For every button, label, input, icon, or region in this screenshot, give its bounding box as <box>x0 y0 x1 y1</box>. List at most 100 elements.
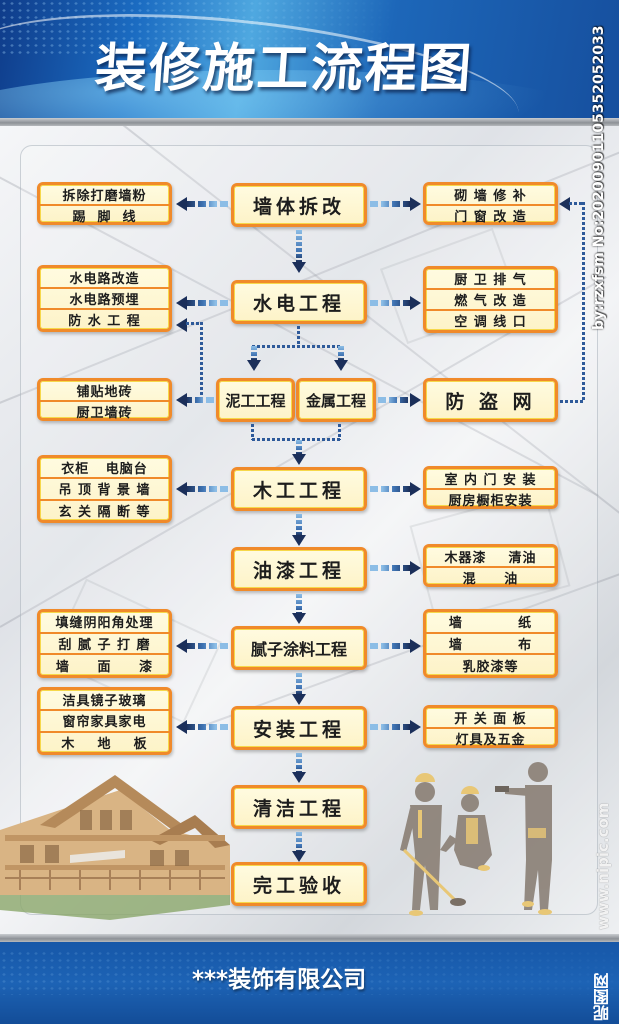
arrow-head-right-icon <box>410 639 421 653</box>
task-item: 燃 气 改 造 <box>426 288 555 309</box>
arrow-head-right-icon <box>410 561 421 575</box>
carpentry-left-tasks: 衣柜 电脑台 吊 顶 背 景 墙 玄 关 隔 断 等 <box>37 455 172 523</box>
step-completion-inspection: 完工验收 <box>231 862 367 906</box>
step-label: 油漆工程 <box>252 559 345 582</box>
arrow-left <box>176 197 228 211</box>
arrow-head-left-icon <box>176 639 187 653</box>
putty-left-tasks: 填缝阴阳角处理 刮 腻 子 打 磨 墙 面 漆 <box>37 609 172 678</box>
arrow-right <box>370 482 420 496</box>
arrow-down <box>296 832 302 852</box>
task-item: 室 内 门 安 装 <box>444 473 537 488</box>
task-item: 开 关 面 板 <box>454 712 527 727</box>
install-left-tasks: 洁具镜子玻璃 窗帘家具家电 木 地 板 <box>37 687 172 755</box>
arrow-head-down-icon <box>292 535 306 546</box>
task-item: 玄 关 隔 断 等 <box>40 498 169 520</box>
step-plumbing-electrical: 水电工程 <box>231 280 367 324</box>
header-banner: 装修施工流程图 <box>0 0 619 118</box>
plumbing-left-tasks: 水电路改造 水电路预埋 防 水 工 程 <box>37 265 172 332</box>
arrow-head-right-icon <box>410 720 421 734</box>
pixel-pattern-decoration <box>0 0 400 55</box>
arrow-down <box>296 230 302 262</box>
connector-line <box>569 202 583 205</box>
task-item: 踢 脚 线 <box>40 204 169 225</box>
arrow-left <box>176 296 228 310</box>
task-item: 灯具及五金 <box>426 727 555 748</box>
step-label: 金属工程 <box>305 391 366 410</box>
task-item: 厨房橱柜安装 <box>426 488 555 509</box>
carpentry-right-tasks: 室 内 门 安 装 厨房橱柜安装 <box>423 466 558 509</box>
task-item: 空 调 线 口 <box>426 309 555 330</box>
arrow-head-right-icon <box>410 296 421 310</box>
footer-divider <box>0 934 619 942</box>
task-item: 洁具镜子玻璃 <box>62 694 147 710</box>
task-label: 防 盗 网 <box>445 390 536 413</box>
task-item: 吊 顶 背 景 墙 <box>40 477 169 498</box>
task-item: 墙 布 <box>426 631 555 654</box>
masonry-left-tasks: 铺贴地砖 厨卫墙砖 <box>37 378 172 421</box>
arrow-head-down-icon <box>292 262 306 273</box>
task-item: 木器漆 清油 <box>444 551 537 566</box>
arrow-head-left-icon <box>176 318 187 332</box>
arrow-head-right-icon <box>410 393 421 407</box>
arrow-head-left-icon <box>176 482 187 496</box>
task-item: 拆除打磨墙粉 <box>62 189 147 204</box>
connector-line <box>252 438 342 441</box>
arrow-down <box>296 514 302 536</box>
step-label: 水电工程 <box>252 292 345 315</box>
step-masonry: 泥工工程 <box>216 378 295 422</box>
task-item: 厨卫墙砖 <box>40 400 169 421</box>
arrow-head-down-icon <box>292 772 306 783</box>
connector-line <box>338 424 341 440</box>
task-item: 墙 纸 <box>448 616 533 632</box>
arrow-left <box>176 639 228 653</box>
task-item: 混 油 <box>426 566 555 587</box>
header-divider <box>0 118 619 126</box>
install-right-tasks: 开 关 面 板 灯具及五金 <box>423 705 558 748</box>
step-label: 墙体拆改 <box>252 195 345 218</box>
step-putty-coating: 腻子涂料工程 <box>231 626 367 670</box>
step-label: 泥工工程 <box>225 391 286 410</box>
page-title: 装修施工流程图 <box>92 39 476 99</box>
footer-banner: ***装饰有限公司 <box>0 942 619 1024</box>
step-installation: 安装工程 <box>231 706 367 750</box>
task-item: 墙 面 漆 <box>40 653 169 675</box>
task-item: 木 地 板 <box>40 730 169 752</box>
arrow-down <box>338 346 344 360</box>
construction-workers-illustration <box>400 762 552 916</box>
task-item: 厨 卫 排 气 <box>454 273 527 288</box>
arrow-down <box>251 346 257 360</box>
connector-line <box>251 424 254 440</box>
arrow-head-down-icon <box>292 851 306 862</box>
arrow-right <box>370 197 420 211</box>
connector-line <box>560 400 584 403</box>
arrow-down <box>296 594 302 614</box>
step-metalwork: 金属工程 <box>296 378 376 422</box>
arrow-right <box>370 561 420 575</box>
task-item: 水电路预埋 <box>40 287 169 308</box>
pixel-pattern-decoration <box>0 950 619 995</box>
step-wall-demolition: 墙体拆改 <box>231 183 367 227</box>
painting-right-tasks: 木器漆 清油 混 油 <box>423 544 558 587</box>
arrow-right <box>370 296 420 310</box>
task-item: 门 窗 改 造 <box>426 204 555 225</box>
arrow-left <box>176 393 214 407</box>
connector-line <box>297 326 300 346</box>
connector-line <box>200 322 203 400</box>
demolition-right-tasks: 砌 墙 修 补 门 窗 改 造 <box>423 182 558 225</box>
arrow-down <box>296 440 302 454</box>
step-label: 安装工程 <box>252 718 345 741</box>
arrow-head-right-icon <box>410 482 421 496</box>
step-cleaning: 清洁工程 <box>231 785 367 829</box>
demolition-left-tasks: 拆除打磨墙粉 踢 脚 线 <box>37 182 172 225</box>
putty-right-tasks: 墙 纸 墙 布 乳胶漆等 <box>423 609 558 678</box>
arrow-head-down-icon <box>334 360 348 371</box>
task-item: 填缝阴阳角处理 <box>55 616 154 632</box>
metal-right-task-security-net: 防 盗 网 <box>423 378 558 422</box>
step-carpentry: 木工工程 <box>231 467 367 511</box>
task-item: 砌 墙 修 补 <box>454 189 527 204</box>
task-item: 铺贴地砖 <box>76 385 133 400</box>
arrow-left <box>176 720 228 734</box>
arrow-right <box>378 393 420 407</box>
connector-line <box>186 322 202 325</box>
arrow-right <box>370 720 420 734</box>
